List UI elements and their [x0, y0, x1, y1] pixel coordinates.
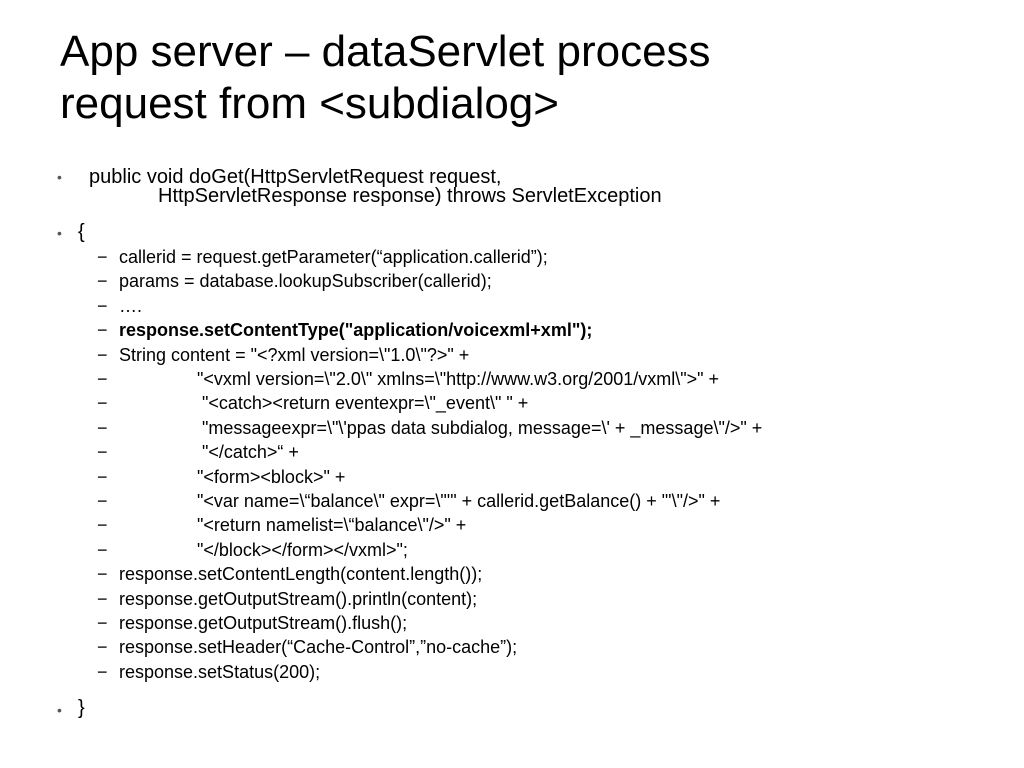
code-line: "</block></form></vxml>";	[197, 539, 408, 560]
code-line-dash: −	[97, 247, 108, 267]
code-line: callerid = request.getParameter(“applica…	[119, 247, 548, 267]
code-line-dash: −	[97, 588, 108, 609]
code-line-dash: −	[97, 637, 108, 658]
bullet-marker: •	[57, 169, 62, 185]
code-line-dash: −	[97, 417, 108, 438]
code-line-dash: −	[97, 564, 108, 585]
code-line-dash: −	[97, 491, 108, 511]
code-line: "<return namelist=\“balance\"/>" +	[197, 515, 467, 536]
code-line-dash: −	[97, 442, 108, 463]
code-line-dash: −	[97, 393, 108, 414]
code-line-dash: −	[97, 539, 108, 560]
code-line: response.setHeader(“Cache-Control”,”no-c…	[119, 637, 518, 658]
code-line: response.setContentType("application/voi…	[119, 320, 593, 341]
code-line-dash: −	[97, 515, 108, 536]
code-line: "<var name=\“balance\" expr=\"'" + calle…	[197, 491, 721, 511]
code-line: "<catch><return eventexpr=\"_event\" " +	[202, 393, 529, 414]
code-line: "</catch>“ +	[202, 442, 299, 463]
code-line-dash: −	[97, 320, 108, 341]
code-line: response.getOutputStream().println(conte…	[119, 588, 478, 609]
slide-title: App server – dataServlet process request…	[60, 26, 1000, 130]
code-line-dash: −	[97, 271, 108, 292]
method-signature-line-1: public void doGet(HttpServletRequest req…	[89, 166, 502, 188]
code-line: "messageexpr=\"\'ppas data subdialog, me…	[202, 417, 763, 438]
code-line-dash: −	[97, 295, 108, 316]
code-line: ….	[119, 295, 143, 316]
slide-title-line-2: request from <subdialog>	[60, 79, 559, 128]
bullet-marker: •	[57, 225, 62, 241]
open-brace: {	[78, 221, 85, 243]
bullet-marker: •	[57, 702, 62, 718]
code-line-dash: −	[97, 344, 108, 365]
code-line: "<vxml version=\"2.0\" xmlns=\"http://ww…	[197, 369, 720, 389]
code-line: params = database.lookupSubscriber(calle…	[119, 271, 492, 292]
code-line-dash: −	[97, 369, 108, 389]
code-line-dash: −	[97, 613, 108, 633]
close-brace: }	[78, 697, 85, 719]
code-line: response.setContentLength(content.length…	[119, 564, 483, 585]
code-line: String content = "<?xml version=\"1.0\"?…	[119, 344, 470, 365]
code-line-dash: −	[97, 661, 108, 682]
method-signature-line-2: HttpServletResponse response) throws Ser…	[158, 185, 662, 207]
code-line: response.getOutputStream().flush();	[119, 613, 408, 633]
slide-title-line-1: App server – dataServlet process	[60, 27, 711, 76]
code-line: response.setStatus(200);	[119, 661, 321, 682]
code-line-dash: −	[97, 466, 108, 487]
code-line: "<form><block>" +	[197, 466, 346, 487]
